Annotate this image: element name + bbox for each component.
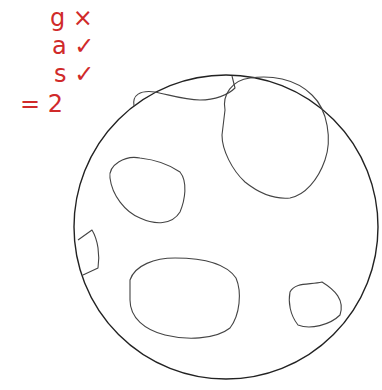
small-blob [289,282,341,327]
large-blob [222,77,328,198]
field-circle [74,75,378,379]
grade-mark: s ✓ [54,60,94,88]
edge-blob [78,230,99,275]
grade-mark: a ✓ [52,32,94,60]
bottom-blob [130,258,239,338]
top-blob [134,76,235,106]
left-blob [110,157,185,222]
grade-mark: = 2 [20,90,63,118]
grade-mark: g × [50,4,93,32]
